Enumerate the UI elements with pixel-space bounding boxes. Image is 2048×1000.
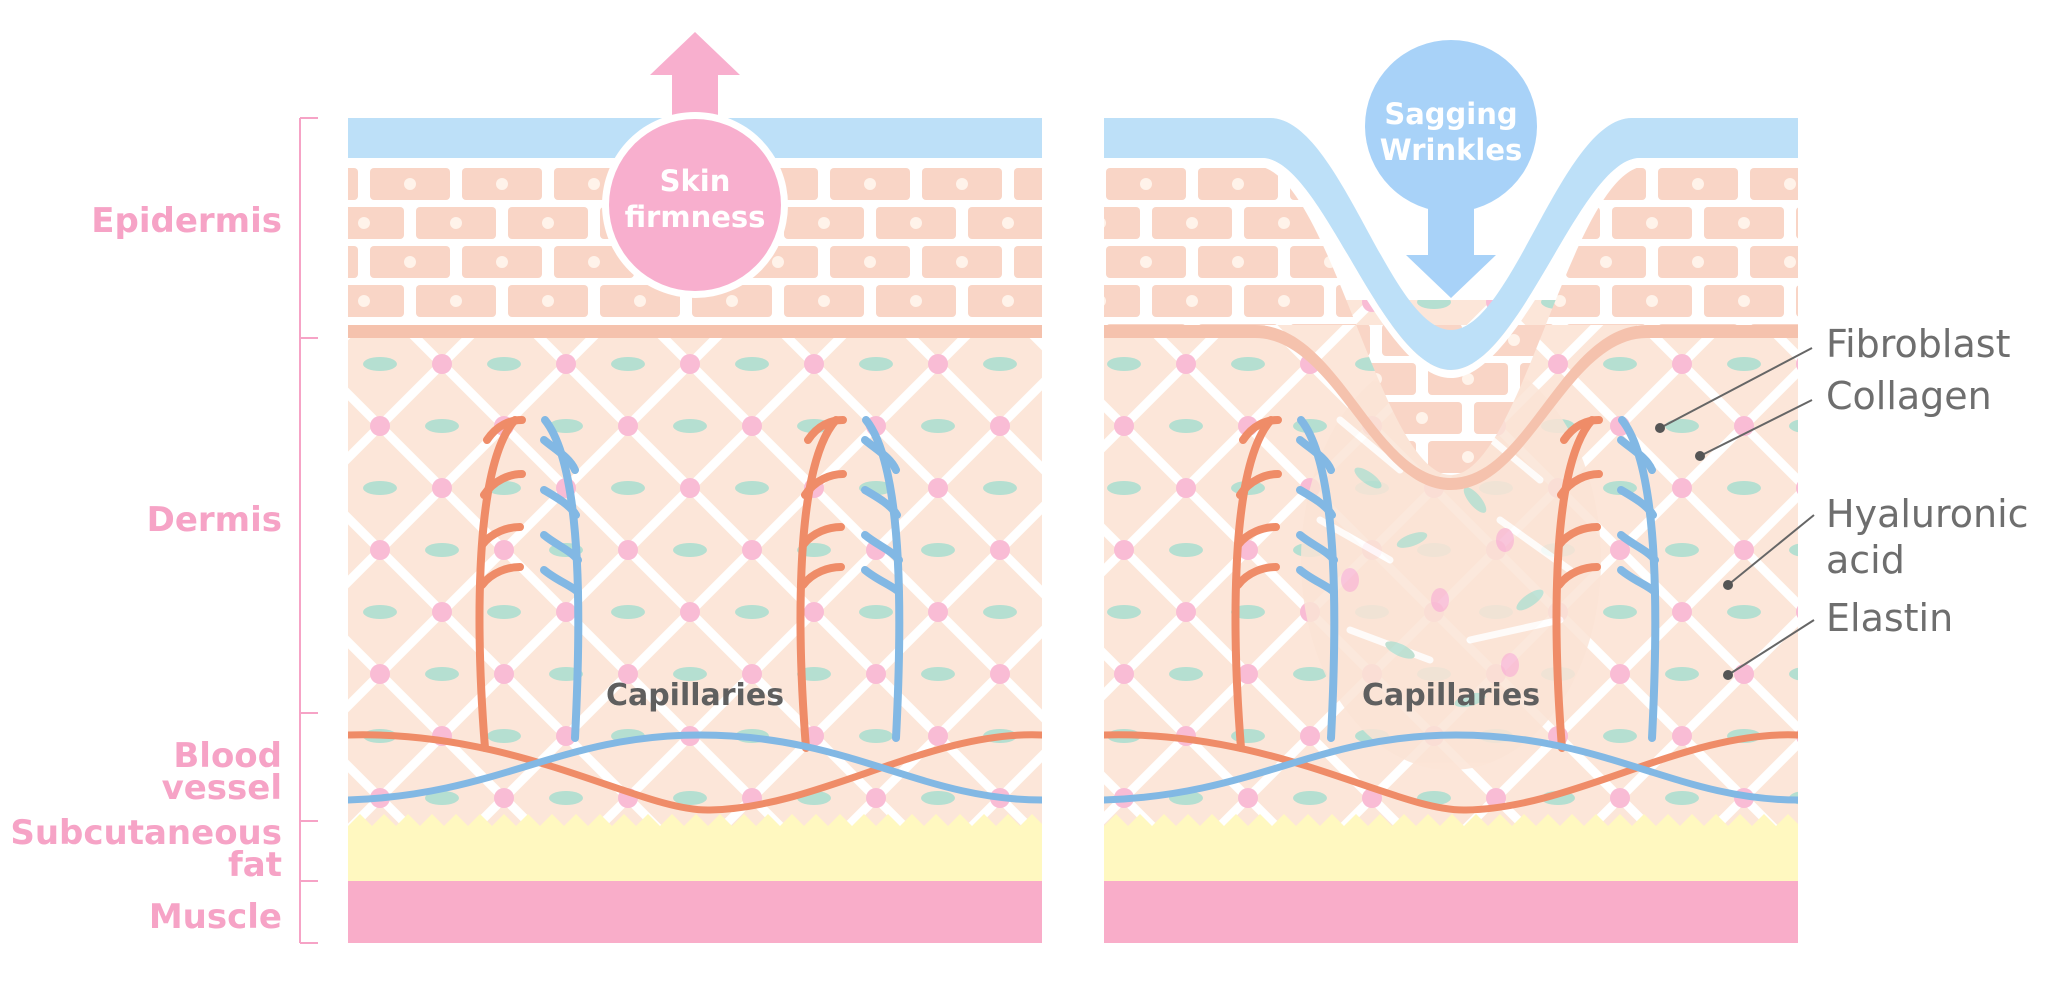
capillary-loop-left — [348, 416, 1042, 814]
bubble-skin-line1: Skin — [660, 164, 731, 198]
bubble-sagging-line1: Sagging — [1384, 97, 1517, 131]
callout-dots — [1655, 423, 1733, 680]
sagging-skin-panel — [1104, 118, 1798, 943]
capillaries-label-right: Capillaries — [1362, 678, 1540, 713]
label-muscle: Muscle — [149, 897, 282, 937]
label-blood-vessel-line1: Blood — [173, 736, 282, 776]
label-blood-vessel-line2: vessel — [162, 768, 282, 808]
skin-firmness-indicator: Skin firmness — [602, 32, 788, 298]
hyaluronic-marker — [1723, 580, 1733, 590]
epidermis-cells-right — [1104, 166, 1798, 475]
layer-bracket — [299, 117, 318, 944]
capillary-loops-right — [1104, 416, 1798, 814]
label-hyaluronic-line2: acid — [1826, 538, 1905, 582]
vein-left — [348, 731, 1042, 804]
collagen-marker — [1695, 451, 1705, 461]
down-arrow-icon — [1406, 200, 1496, 298]
muscle-layer-right — [1104, 881, 1798, 943]
callout-leaders — [1659, 347, 1815, 676]
dermis-fat-boundary — [348, 814, 1042, 881]
label-subcutaneous-fat-line2: fat — [228, 845, 282, 885]
elastin-marker — [1723, 670, 1733, 680]
label-hyaluronic-line1: Hyaluronic — [1826, 492, 2029, 536]
label-subcutaneous-fat-line1: Subcutaneous — [10, 813, 282, 853]
muscle-layer — [348, 881, 1042, 943]
label-fibroblast: Fibroblast — [1826, 322, 2010, 366]
bubble-skin-line2: firmness — [625, 200, 766, 234]
vein-right — [1104, 731, 1798, 804]
sagging-wrinkles-indicator: Sagging Wrinkles — [1359, 34, 1543, 298]
up-arrow-icon — [650, 32, 740, 130]
bubble-sagging-line2: Wrinkles — [1380, 133, 1523, 167]
wrinkle-bubble — [1365, 40, 1537, 212]
firmness-bubble — [609, 119, 781, 291]
label-collagen: Collagen — [1826, 374, 1992, 418]
label-epidermis: Epidermis — [91, 201, 282, 241]
fibroblast-marker — [1655, 423, 1665, 433]
artery-right — [1104, 731, 1798, 814]
label-elastin: Elastin — [1826, 596, 1953, 640]
basal-membrane — [348, 325, 1042, 338]
capillaries-label-left: Capillaries — [606, 678, 784, 713]
label-dermis: Dermis — [147, 500, 282, 540]
skin-surface-layer-right — [1104, 118, 1798, 370]
dermis-fat-boundary-right — [1104, 814, 1798, 881]
artery-left — [348, 731, 1042, 814]
